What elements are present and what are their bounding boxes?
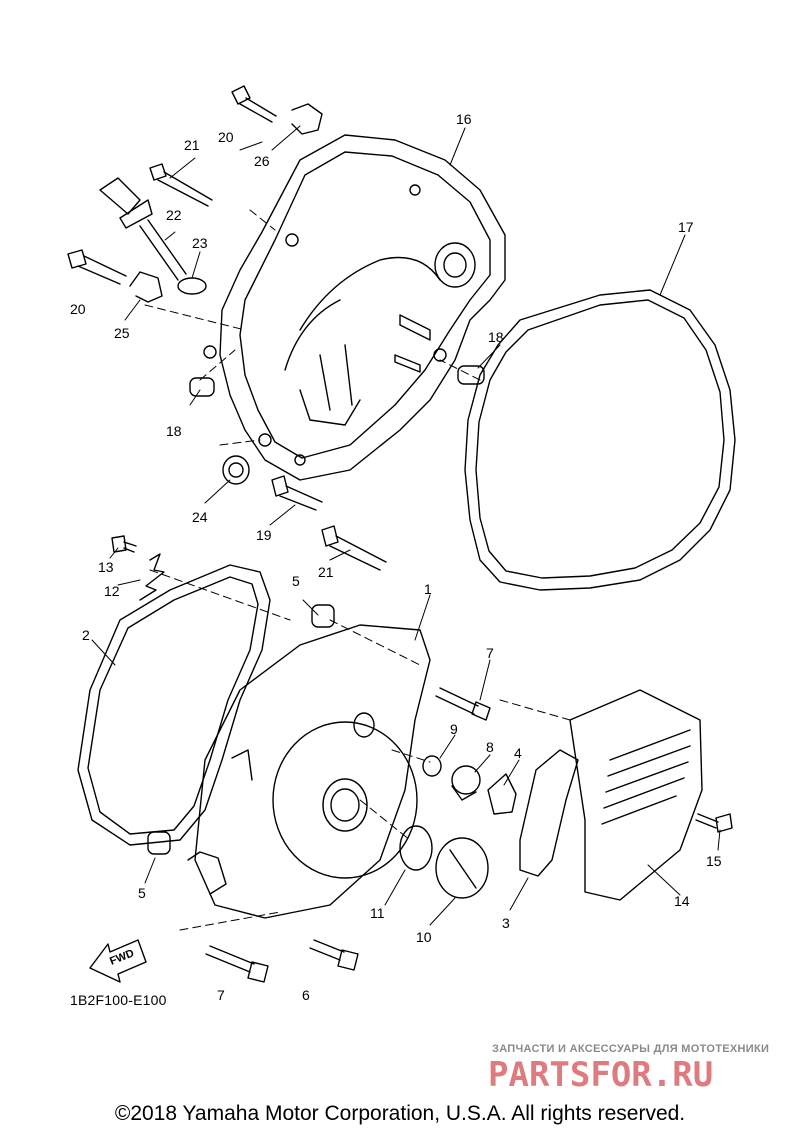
callout-23: 23 [192, 235, 208, 251]
dowel-pin-5-bottom [147, 831, 171, 855]
callout-19: 19 [256, 527, 272, 543]
callout-5-bottom: 5 [138, 885, 146, 901]
dipstick-22 [99, 177, 187, 281]
callout-5-top: 5 [292, 573, 300, 589]
callout-11: 11 [370, 905, 385, 921]
bolt-20-top [231, 85, 277, 123]
bolt-7-bottom [205, 945, 269, 983]
bolt-6 [309, 939, 359, 971]
bolt-21-lower [321, 525, 387, 571]
callout-16: 16 [456, 111, 472, 127]
callout-12: 12 [104, 583, 120, 599]
callout-14: 14 [674, 893, 690, 909]
callout-20-top: 20 [218, 129, 234, 145]
guide-3 [519, 749, 579, 877]
callout-18-right: 18 [488, 329, 504, 345]
callout-13: 13 [98, 559, 114, 575]
oil-seal-24 [222, 455, 250, 485]
callout-7-bottom: 7 [217, 987, 225, 1003]
callout-15: 15 [706, 853, 722, 869]
o-ring-9 [422, 755, 442, 777]
fwd-arrow-icon [89, 939, 147, 983]
bolt-21-top [149, 163, 213, 207]
o-ring-11 [399, 825, 433, 871]
callout-3: 3 [502, 915, 510, 931]
cap-10 [435, 837, 489, 899]
plug-8 [451, 765, 481, 801]
callout-17: 17 [678, 219, 694, 235]
crankcase-cover-lower [187, 624, 431, 919]
callout-20-left: 20 [70, 301, 86, 317]
callout-7-right: 7 [486, 645, 494, 661]
clamp-25 [129, 271, 163, 303]
callout-22: 22 [166, 207, 182, 223]
bolt-7-right [435, 687, 491, 721]
dowel-pin-18 [457, 365, 485, 385]
o-ring-23 [177, 277, 207, 295]
callout-10: 10 [416, 929, 432, 945]
callouts: 1 2 3 4 5 5 6 7 7 8 9 10 11 12 13 14 15 … [70, 111, 722, 1003]
callout-2: 2 [82, 627, 90, 643]
copyright-notice: ©2018 Yamaha Motor Corporation, U.S.A. A… [114, 1102, 686, 1125]
spring-12 [139, 553, 165, 601]
watermark-tagline: ЗАПЧАСТИ И АКСЕССУАРЫ ДЛЯ МОТОТЕХНИКИ [492, 1043, 770, 1055]
callout-21-top: 21 [184, 137, 200, 153]
callout-24: 24 [192, 509, 208, 525]
callout-4: 4 [514, 745, 522, 761]
reference-code: 1B2F100-E100 [70, 992, 167, 1008]
callout-21-bottom: 21 [318, 564, 334, 580]
watermark-logo: PARTSFOR.RU [488, 1055, 714, 1095]
callout-1: 1 [424, 581, 432, 597]
callout-18-left: 18 [166, 423, 182, 439]
dowel-pin-18b [189, 377, 215, 397]
plate-4 [487, 773, 517, 815]
callout-25: 25 [114, 325, 130, 341]
callout-9: 9 [450, 721, 458, 737]
callout-8: 8 [486, 739, 494, 755]
cover-14 [569, 689, 703, 901]
bolt-15 [695, 813, 733, 833]
gasket-2 [77, 564, 271, 846]
callout-6: 6 [302, 987, 310, 1003]
bolt-13 [111, 535, 137, 553]
bolt-19 [271, 475, 323, 511]
bolt-20-left [67, 249, 127, 285]
dowel-pin-5-top [311, 604, 335, 628]
clamp-26 [291, 103, 323, 135]
crankcase-cover-upper [203, 134, 506, 481]
callout-26: 26 [254, 153, 270, 169]
gasket-17 [464, 289, 736, 591]
